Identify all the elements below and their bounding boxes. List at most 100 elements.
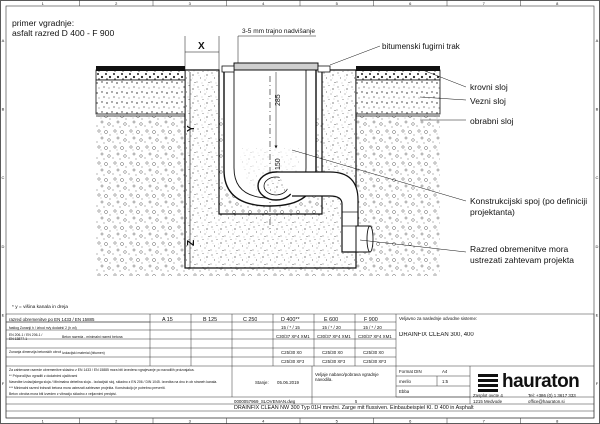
dim-285: 285 [275, 94, 282, 106]
tb-product: DRAINFIX CLEAN 300, 400 [399, 332, 474, 338]
tb-file: 0000057969_SLOVENIAN.dwg [234, 399, 296, 404]
top-course-right [355, 69, 441, 81]
label-joint-tape: bitumenski fugirni trak [382, 42, 461, 51]
tb-phone: Tel: +386 (0) 1 3617 333 [528, 393, 576, 398]
tb-class-a15: A 15 [162, 317, 173, 323]
tb-format-label: Format DIN [399, 369, 422, 374]
tb-class-d400: D 400** [281, 317, 300, 323]
column-marker-top: 4 [262, 1, 265, 6]
tb-note-2: ** Priporočljivo vgraditi z dodatnimi oj… [9, 374, 78, 378]
titleblock-grid [5, 313, 595, 419]
column-marker-bottom: 1 [42, 419, 45, 424]
column-marker-bottom: 5 [336, 419, 339, 424]
tb-note-1: Za zahtevane razrede obremenitve skladno… [9, 368, 195, 372]
row-marker-right: B [596, 107, 599, 112]
tb-r3-e600: C30/37 XF4 XM1 [317, 334, 351, 339]
row-marker-right: D [596, 244, 599, 249]
column-marker-top: 3 [189, 1, 192, 6]
row-marker-left: E [2, 313, 5, 318]
column-marker-bottom: 3 [189, 419, 192, 424]
footnote: * y = višina kanala in dreja [12, 304, 68, 310]
tb-class-b125: B 125 [203, 317, 218, 323]
tb-r3-f900: C30/37 XF4 XM1 [358, 334, 392, 339]
row-marker-right: E [596, 313, 599, 318]
column-marker-top: 8 [556, 1, 559, 6]
row-marker-right: A [596, 38, 599, 43]
row-marker-right: C [596, 175, 599, 180]
tb-class-label: razred obremenitve po EN 1433 / EN 15885 [9, 317, 95, 322]
column-marker-top: 5 [336, 1, 339, 6]
logo-mark-icon [478, 374, 498, 392]
title-block: razred obremenitve po EN 1433 / EN 15885… [0, 314, 600, 424]
dim-x: X [198, 41, 205, 52]
tb-state-label: Stanje: [255, 380, 269, 385]
column-marker-bottom: 2 [115, 419, 118, 424]
row-marker-left: B [2, 107, 5, 112]
tb-r5-f900: C25/30 XF3 [363, 359, 387, 364]
tb-r4-mid: Izolacijski material (bitumen) [62, 351, 105, 355]
tb-r4-e600: C25/30 X0 [322, 350, 343, 355]
tb-r3-mid: Beton razreda - minimalni razred betona [62, 335, 123, 339]
row-marker-left: A [2, 38, 5, 43]
tb-date: 05.06.2019 [277, 380, 299, 385]
label-roof-layer: krovni sloj [470, 82, 508, 92]
channel-grate [233, 62, 319, 71]
leaders [291, 45, 467, 253]
dim-150: 150 [275, 158, 282, 170]
column-marker-top: 6 [409, 1, 412, 6]
column-marker-top: 1 [42, 1, 45, 6]
binder-course-right [355, 79, 441, 115]
label-constr-2: projektanta) [470, 207, 515, 217]
tb-r3-label: EN 206-1 / EN 206-1 / EN 13877-1 [9, 333, 43, 341]
pipe-outlet [257, 171, 374, 253]
label-base-layer: obrabni sloj [470, 116, 514, 126]
label-concrete-2: ustrezati zahtevam projekta [470, 255, 574, 265]
row-marker-right: F [596, 381, 599, 386]
overfill-note: 3-5 mm trajno nadvišanje [242, 28, 315, 35]
tb-r3-d400: C30/37 XF4 XM1 [276, 334, 310, 339]
dim-z: Z [186, 240, 197, 246]
tb-class-e600: E 600 [324, 317, 339, 323]
tb-email: office@hauraton.si [528, 399, 565, 404]
row-marker-left: F [2, 381, 5, 386]
tb-edition: Ebba [399, 389, 410, 394]
hauraton-logo: hauraton [478, 371, 590, 395]
column-marker-bottom: 7 [483, 419, 486, 424]
tb-r4-d400: C25/30 X0 [281, 350, 302, 355]
surface-right [356, 66, 440, 71]
dim-y: Y [186, 125, 197, 132]
logo-text: hauraton [502, 371, 580, 392]
tb-scale-label: merilo [399, 379, 411, 384]
tb-scale: 1:5 [442, 379, 449, 384]
title-line-1: primer vgradnje: [12, 18, 74, 28]
tb-r2-label: fastlog Zunanji h / izhod m/y dodatni/ 2… [9, 326, 77, 330]
tb-r2-f900: 15 / * / 20 [363, 325, 382, 330]
tb-page: 5 [355, 399, 358, 404]
tb-note-3: Navedbe izolacijskega sloja / Minimalna … [9, 380, 218, 384]
tb-address-2: 1215 Medvode [473, 399, 503, 404]
binder-course-left [95, 79, 186, 115]
tb-r4-label: Zunanja dimenzija betonskih obrob [9, 350, 61, 354]
row-marker-left: D [2, 244, 5, 249]
tb-note-4: *** Minimalni razred trdnosti betona mor… [9, 386, 166, 390]
tb-bottom-title: DRAINFIX CLEAN NW 300 Typ 01H mrežni. Za… [234, 405, 474, 411]
tb-r5-d400: C25/30 XF3 [281, 359, 305, 364]
column-marker-top: 7 [483, 1, 486, 6]
label-constr-1: Konstrukcijski spoj (po definiciji [470, 196, 587, 206]
top-course-left [95, 69, 186, 81]
tb-class-f900: F 900 [364, 317, 378, 323]
title-line-2: asfalt razred D 400 - F 900 [12, 28, 114, 38]
tb-r4-f900: C25/30 X0 [363, 350, 384, 355]
tb-validity: Veljaje nabavo/pobrava vgradnje navodila… [315, 372, 379, 382]
label-concrete-1: Razred obremenitve mora [470, 244, 569, 254]
surface-left [96, 66, 185, 71]
tb-class-c250: C 250 [243, 317, 258, 323]
column-marker-bottom: 4 [262, 419, 265, 424]
label-binder-layer: Vezni sloj [470, 96, 506, 106]
tb-format: A4 [442, 369, 448, 374]
tb-address-1: Zasplot ovcte 4 [473, 393, 503, 398]
